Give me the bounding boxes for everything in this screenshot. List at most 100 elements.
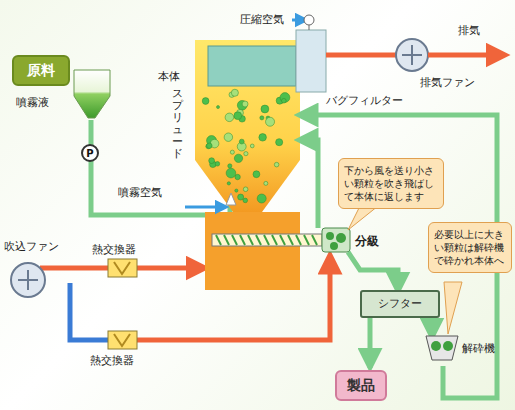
bag-filter bbox=[296, 30, 326, 92]
hot-air-arrow bbox=[137, 266, 198, 271]
droplet bbox=[226, 168, 236, 178]
valve-stem bbox=[309, 25, 310, 30]
droplet bbox=[234, 112, 242, 120]
heat-exchanger bbox=[108, 259, 137, 277]
droplet bbox=[243, 187, 248, 192]
part-label: 排気ファン bbox=[420, 76, 475, 89]
droplet bbox=[280, 93, 290, 103]
droplet bbox=[231, 89, 238, 96]
crusher-roll bbox=[443, 341, 453, 351]
exhaust-fan bbox=[396, 39, 428, 71]
screw-flight bbox=[312, 235, 317, 245]
droplet bbox=[234, 154, 242, 162]
screw-flight bbox=[232, 235, 237, 245]
screw-conveyor bbox=[212, 234, 322, 246]
droplet bbox=[276, 139, 283, 146]
screw-flight bbox=[256, 235, 261, 245]
heat-exchanger-mark bbox=[114, 334, 130, 346]
to-sifter-arrow bbox=[348, 252, 398, 284]
droplet bbox=[239, 139, 244, 144]
callout-box: 必要以上に大きい顆粒は解砕機で砕かれ本体へ bbox=[428, 222, 512, 273]
part-label: 熱交換器 bbox=[92, 243, 136, 256]
screw-flight bbox=[280, 235, 285, 245]
droplet bbox=[202, 98, 209, 105]
granule bbox=[326, 232, 334, 240]
granule bbox=[330, 242, 338, 250]
exhaust-duct bbox=[326, 53, 396, 58]
droplet bbox=[215, 162, 220, 167]
part-label: バグフィルター bbox=[326, 94, 403, 107]
droplet bbox=[217, 106, 220, 109]
screw-flight bbox=[216, 235, 221, 245]
cold-air-duct bbox=[70, 283, 108, 340]
droplet bbox=[242, 101, 248, 107]
droplet bbox=[244, 152, 248, 156]
callout-text: 下から風を送り小さい顆粒を吹き飛ばして本体に返します bbox=[344, 164, 438, 203]
node-label: 製品 bbox=[347, 376, 375, 394]
callout-pointer bbox=[348, 206, 378, 230]
droplet bbox=[250, 144, 254, 148]
part-label: 分級 bbox=[355, 234, 379, 248]
droplet bbox=[207, 143, 212, 148]
droplet bbox=[266, 117, 275, 126]
part-label: 噴霧空気 bbox=[118, 186, 162, 199]
droplet bbox=[235, 189, 238, 192]
screw-flight bbox=[248, 235, 253, 245]
screw-flight bbox=[304, 235, 309, 245]
droplet bbox=[257, 194, 266, 203]
droplet bbox=[264, 181, 268, 185]
screw-flight bbox=[288, 235, 293, 245]
droplet bbox=[243, 198, 248, 203]
droplet bbox=[235, 174, 240, 179]
droplet bbox=[253, 171, 260, 178]
droplets bbox=[202, 89, 290, 203]
pump-circle: P bbox=[81, 144, 99, 162]
droplet bbox=[228, 164, 232, 168]
air-duct bbox=[40, 266, 108, 271]
part-label: 噴霧液 bbox=[16, 96, 49, 109]
callout-pointer bbox=[444, 282, 462, 334]
droplet bbox=[225, 113, 234, 122]
droplet bbox=[224, 133, 232, 141]
part-label: 解砕機 bbox=[462, 342, 495, 355]
exhaust-arrow bbox=[428, 53, 498, 58]
part-label: 圧縮空気 bbox=[240, 13, 284, 26]
valve bbox=[304, 15, 314, 25]
classifier bbox=[322, 228, 350, 252]
blower-fan bbox=[11, 263, 45, 297]
vertical-label: スプリュード bbox=[172, 88, 183, 161]
node-label: 原料 bbox=[27, 61, 55, 79]
droplet bbox=[227, 182, 230, 185]
crusher-roll bbox=[431, 341, 441, 351]
sifter-box: シフター bbox=[360, 290, 440, 318]
spray-air-arrow bbox=[185, 206, 222, 209]
flow-arrow bbox=[368, 318, 373, 368]
droplet bbox=[259, 134, 267, 142]
to-crusher-arrow bbox=[430, 318, 435, 330]
node-label: P bbox=[86, 147, 93, 160]
source-box: 原料 bbox=[12, 55, 70, 86]
screw-flight bbox=[272, 235, 277, 245]
compressed-air-arrow bbox=[292, 19, 302, 22]
feed-tank bbox=[74, 70, 110, 118]
heat-exchanger bbox=[108, 331, 137, 349]
droplet bbox=[209, 158, 215, 164]
callout-box: 下から風を送り小さい顆粒を吹き飛ばして本体に返します bbox=[338, 158, 444, 209]
dryer-bottom bbox=[205, 212, 300, 290]
droplet bbox=[281, 98, 286, 103]
part-label: 本体 bbox=[158, 70, 180, 83]
part-label: 吹込ファン bbox=[4, 240, 59, 253]
droplet bbox=[274, 162, 279, 167]
spray-nozzle bbox=[226, 193, 236, 205]
return-arrow bbox=[306, 140, 318, 228]
droplet bbox=[238, 194, 244, 200]
product-box: 製品 bbox=[335, 370, 387, 401]
droplet bbox=[261, 105, 269, 113]
screw-flights bbox=[216, 235, 317, 245]
screw-flight bbox=[240, 235, 245, 245]
part-label: 熱交換器 bbox=[90, 354, 134, 367]
droplet bbox=[230, 150, 234, 154]
screw-flight bbox=[296, 235, 301, 245]
